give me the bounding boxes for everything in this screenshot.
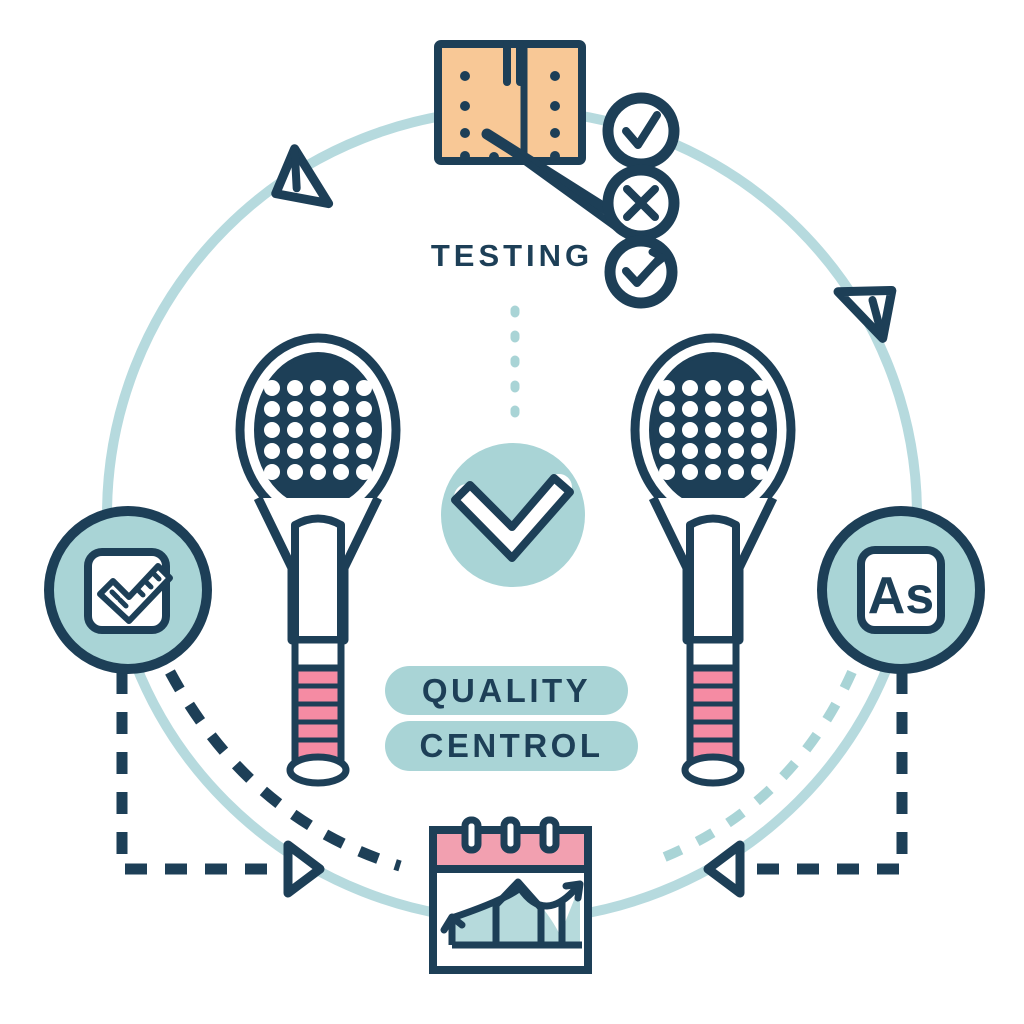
- racket-grip-stripes: [690, 683, 736, 743]
- notebook-holes-left: [460, 71, 499, 162]
- racket-grip: [686, 664, 740, 768]
- racket-throat-inner: [686, 514, 740, 644]
- racket-grip-top: [291, 636, 345, 672]
- calendar-rings: [461, 816, 560, 854]
- measure-badge[interactable]: [44, 506, 212, 674]
- center-check-badge: [441, 443, 585, 587]
- racket-grip-stripes: [295, 683, 341, 743]
- calendar-trend-line: [448, 882, 582, 922]
- pen-shaft-b: [483, 130, 632, 240]
- page-title: TESTING: [430, 238, 594, 273]
- pill-control: CENTROL: [385, 721, 638, 771]
- racket-butt-cap: [286, 753, 350, 787]
- racket-butt-cap: [681, 753, 745, 787]
- status-fail: [602, 164, 680, 242]
- pill-quality: QUALITY: [385, 666, 628, 715]
- as-badge[interactable]: As: [817, 506, 985, 674]
- connector-curve-left: [165, 669, 402, 872]
- racket-left: [235, 333, 401, 787]
- rework-arrow-head: [648, 248, 667, 270]
- racket-string-holes: [659, 380, 767, 480]
- calendar-trend-arrow: [562, 880, 584, 902]
- calendar-chart-area: [452, 880, 580, 945]
- status-rework: [604, 235, 678, 309]
- notebook-pen-icon: [434, 40, 632, 240]
- check-icon-outline: [451, 474, 574, 562]
- check-circle-icon: [622, 111, 661, 149]
- connector-dashed-left: [116, 672, 325, 898]
- racket-string-holes: [264, 380, 372, 480]
- notebook-holes-right: [550, 71, 560, 161]
- racket-grip-top: [686, 636, 740, 672]
- connector-dashed-right: [703, 672, 908, 898]
- connector-curve-right: [650, 669, 857, 867]
- ring-arrow-top-left: [271, 144, 334, 209]
- as-badge-label: As: [868, 567, 934, 625]
- center-badge-circle: [441, 443, 585, 587]
- racket-throat-inner: [291, 514, 345, 644]
- status-pass: [602, 92, 680, 170]
- as-square-icon: [857, 546, 945, 634]
- calendar-chart-icon: [429, 816, 592, 974]
- calendar-start-arrow: [440, 913, 466, 934]
- ring-arrow-right: [833, 285, 897, 343]
- x-circle-icon: [623, 185, 659, 221]
- ruler-check-icon: [97, 563, 173, 624]
- racket-grip: [291, 664, 345, 768]
- racket-right: [630, 333, 796, 787]
